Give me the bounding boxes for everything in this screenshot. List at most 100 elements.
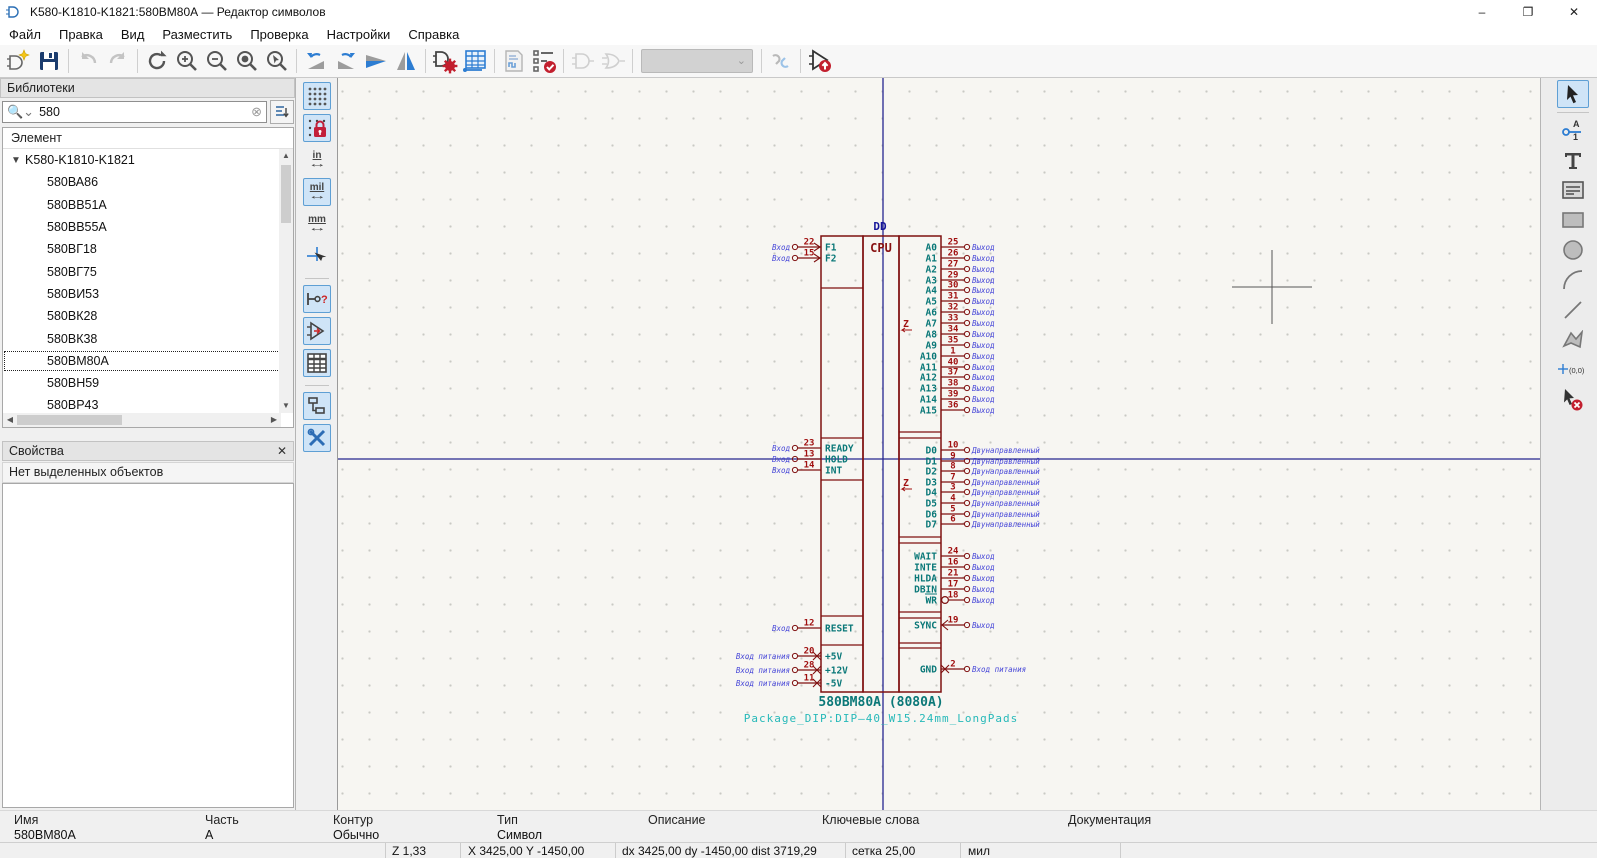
menu-file[interactable]: Файл bbox=[9, 27, 41, 42]
info-field-label: Описание bbox=[648, 813, 706, 827]
symbol-tree-toggle-button[interactable] bbox=[303, 392, 331, 420]
app-icon bbox=[6, 6, 19, 18]
demorgan-alternate-button[interactable] bbox=[598, 46, 628, 76]
clear-search-icon[interactable]: ⊗ bbox=[251, 104, 262, 119]
pin-type-label: Выход bbox=[972, 254, 995, 263]
demorgan-standard-button[interactable] bbox=[568, 46, 598, 76]
pin-number: 17 bbox=[948, 580, 959, 590]
library-item[interactable]: 580ВК38 bbox=[47, 331, 98, 346]
delete-tool-button[interactable] bbox=[1557, 386, 1589, 414]
scrollbar-thumb[interactable] bbox=[17, 415, 122, 425]
mirror-horizontal-button[interactable] bbox=[361, 46, 391, 76]
textbox-tool-button[interactable] bbox=[1557, 176, 1589, 204]
new-symbol-button[interactable] bbox=[4, 46, 34, 76]
show-pin-electrical-type-button[interactable] bbox=[303, 317, 331, 345]
library-item[interactable]: 580ВИ53 bbox=[47, 286, 100, 301]
library-item[interactable]: 580ВА86 bbox=[47, 175, 99, 190]
pin-number: 25 bbox=[948, 238, 959, 248]
pin-name: A4 bbox=[926, 285, 938, 296]
units-mils-button[interactable]: mil↔ bbox=[303, 178, 331, 206]
sync-pin-edit-button[interactable] bbox=[766, 46, 796, 76]
polygon-tool-button[interactable] bbox=[1557, 326, 1589, 354]
menu-place[interactable]: Разместить bbox=[162, 27, 233, 42]
pin-favorites-button[interactable] bbox=[270, 100, 294, 124]
scroll-left-icon[interactable]: ◀ bbox=[6, 415, 14, 424]
properties-panel-toggle-button[interactable] bbox=[303, 424, 331, 452]
erc-check-button[interactable] bbox=[529, 46, 559, 76]
chevron-down-icon[interactable]: ▼ bbox=[11, 154, 21, 166]
tree-vertical-scrollbar[interactable]: ▲ ▼ bbox=[279, 149, 293, 413]
mirror-vertical-button[interactable] bbox=[391, 46, 421, 76]
pin-name: DBIN bbox=[914, 584, 937, 595]
library-item[interactable]: 580ВК28 bbox=[47, 309, 98, 324]
tree-column-header[interactable]: Элемент bbox=[3, 128, 293, 149]
menu-view[interactable]: Вид bbox=[120, 27, 145, 42]
units-indicator: мил bbox=[968, 844, 990, 858]
rotate-cw-button[interactable] bbox=[331, 46, 361, 76]
library-item[interactable]: 580ВМ80А bbox=[3, 350, 293, 372]
circle-tool-button[interactable] bbox=[1557, 236, 1589, 264]
zoom-selection-button[interactable] bbox=[262, 46, 292, 76]
refresh-view-button[interactable] bbox=[142, 46, 172, 76]
scroll-down-icon[interactable]: ▼ bbox=[282, 401, 290, 410]
library-table-button[interactable] bbox=[303, 349, 331, 377]
menu-help[interactable]: Справка bbox=[408, 27, 460, 42]
libraries-panel: Библиотеки 🔍⌄ 580 ⊗ Элемент ▼K580-K1810-… bbox=[0, 78, 296, 810]
library-search-input[interactable]: 🔍⌄ 580 ⊗ bbox=[2, 101, 267, 123]
zoom-out-button[interactable] bbox=[202, 46, 232, 76]
library-item[interactable]: 580ВГ75 bbox=[47, 264, 97, 279]
lock-anchors-button[interactable] bbox=[303, 114, 331, 142]
maximize-button[interactable]: ❐ bbox=[1522, 5, 1534, 19]
zoom-in-button[interactable] bbox=[172, 46, 202, 76]
close-properties-icon[interactable]: ✕ bbox=[276, 444, 287, 458]
close-button[interactable]: ✕ bbox=[1568, 5, 1580, 19]
library-item[interactable]: 580ВВ51А bbox=[47, 197, 107, 212]
units-inches-button[interactable]: in↔ bbox=[307, 150, 327, 170]
tree-horizontal-scrollbar[interactable]: ◀ ▶ bbox=[3, 413, 281, 427]
menu-inspect[interactable]: Проверка bbox=[250, 27, 309, 42]
text-tool-button[interactable] bbox=[1557, 146, 1589, 174]
line-tool-button[interactable] bbox=[1557, 296, 1589, 324]
pin-name: D7 bbox=[926, 519, 937, 530]
anchor-tool-button[interactable]: (0,0) bbox=[1557, 356, 1589, 384]
pin-type-label: Вход bbox=[772, 243, 791, 252]
library-item[interactable]: 580ВВ55А bbox=[47, 220, 107, 235]
symbol-properties-button[interactable] bbox=[430, 46, 460, 76]
menu-edit[interactable]: Правка bbox=[58, 27, 103, 42]
pin-type-label: Выход bbox=[972, 373, 995, 382]
pin-name: A12 bbox=[920, 372, 937, 383]
pin-end bbox=[963, 596, 971, 604]
rotate-ccw-button[interactable] bbox=[301, 46, 331, 76]
library-row[interactable]: ▼K580-K1810-K1821 bbox=[11, 153, 135, 168]
unit-selector-dropdown[interactable]: ⌄ bbox=[641, 49, 753, 73]
library-item[interactable]: 580ВН59 bbox=[47, 376, 100, 391]
undo-button[interactable] bbox=[73, 46, 103, 76]
export-symbol-button[interactable] bbox=[805, 46, 835, 76]
units-mm-button[interactable]: mm↔ bbox=[307, 214, 327, 234]
show-hidden-pins-button[interactable]: ? bbox=[303, 285, 331, 313]
arc-tool-button[interactable] bbox=[1557, 266, 1589, 294]
chevron-down-icon: ⌄ bbox=[736, 55, 746, 67]
pin-end bbox=[963, 276, 971, 284]
snap-cursor-button[interactable] bbox=[303, 242, 331, 270]
pin-end bbox=[963, 621, 971, 629]
scrollbar-thumb[interactable] bbox=[281, 165, 291, 223]
menu-preferences[interactable]: Настройки bbox=[326, 27, 391, 42]
scroll-up-icon[interactable]: ▲ bbox=[282, 151, 290, 160]
scroll-right-icon[interactable]: ▶ bbox=[270, 415, 278, 424]
rectangle-tool-button[interactable] bbox=[1557, 206, 1589, 234]
redo-button[interactable] bbox=[103, 46, 133, 76]
zoom-fit-button[interactable] bbox=[232, 46, 262, 76]
pin-table-button[interactable] bbox=[460, 46, 490, 76]
cpu-label: CPU bbox=[870, 241, 892, 255]
select-tool-button[interactable] bbox=[1557, 80, 1589, 108]
datasheet-button[interactable] bbox=[499, 46, 529, 76]
library-item[interactable]: 580ВГ18 bbox=[47, 242, 97, 257]
save-button[interactable] bbox=[34, 46, 64, 76]
toolbar-separator bbox=[632, 49, 633, 73]
minimize-button[interactable]: – bbox=[1478, 5, 1486, 19]
grid-toggle-button[interactable] bbox=[303, 82, 331, 110]
library-item[interactable]: 580ВР43 bbox=[47, 398, 99, 413]
